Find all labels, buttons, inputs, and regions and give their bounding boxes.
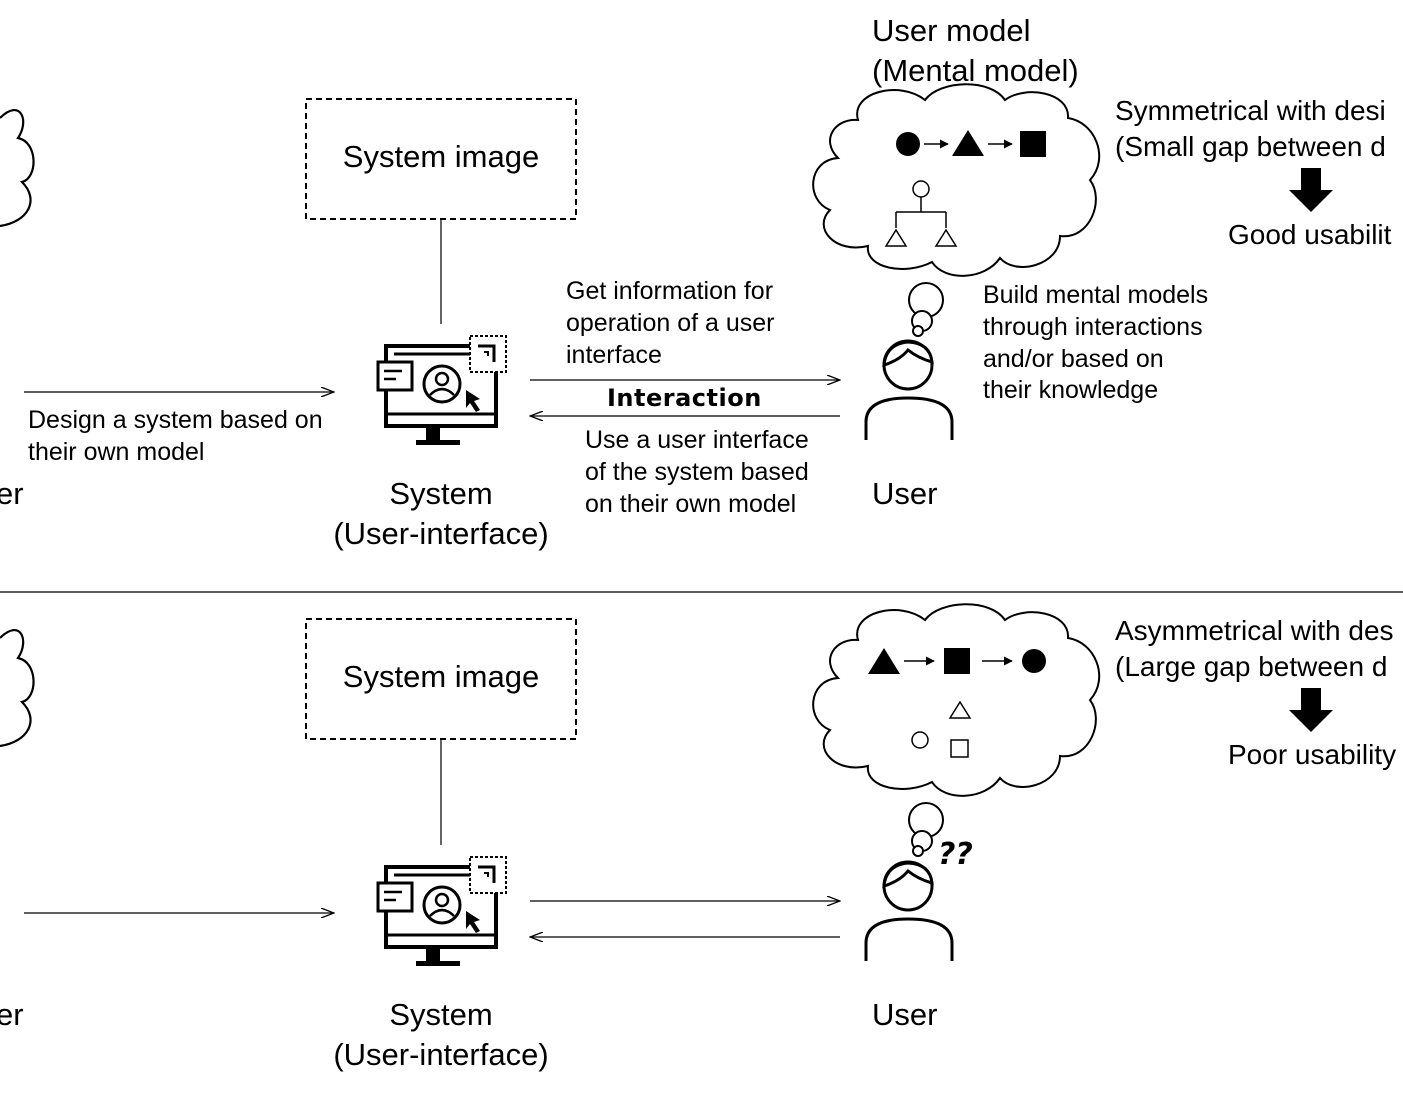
down-arrow-icon bbox=[1289, 168, 1333, 212]
bottom-panel bbox=[0, 603, 1333, 968]
user-person-icon bbox=[864, 339, 954, 442]
user-label: User bbox=[872, 476, 938, 511]
square-shape bbox=[944, 648, 970, 674]
user-model-title: User model (Mental model) bbox=[872, 13, 1079, 89]
designer-cloud-icon bbox=[0, 629, 35, 748]
top-panel bbox=[0, 83, 1333, 447]
down-arrow-icon bbox=[1289, 688, 1333, 732]
result-text: Asymmetrical with des (Large gap between… bbox=[1115, 615, 1394, 683]
computer-user-interface-icon bbox=[376, 334, 508, 447]
designer-label: er bbox=[0, 997, 24, 1032]
build-models-text: Build mental models through interactions… bbox=[983, 281, 1209, 405]
confusion-marks: ?? bbox=[938, 837, 973, 872]
designer-label: er bbox=[0, 476, 24, 511]
circle-shape bbox=[1022, 649, 1046, 673]
outcome-good: Good usabilit bbox=[1228, 219, 1392, 250]
system-image-label: System image bbox=[342, 139, 540, 174]
system-image-label: System image bbox=[342, 659, 540, 694]
triangle-shape bbox=[868, 648, 900, 674]
outcome-poor: Poor usability bbox=[1228, 739, 1397, 770]
triangle-shape bbox=[952, 130, 984, 156]
system-label: System (User-interface) bbox=[333, 997, 549, 1073]
computer-user-interface-icon bbox=[376, 855, 508, 968]
interaction-label: Interaction bbox=[607, 384, 762, 412]
use-ui-text: Use a user interface of the system based… bbox=[585, 426, 809, 518]
user-label: User bbox=[872, 997, 938, 1032]
user-person-icon bbox=[864, 860, 954, 963]
result-text: Symmetrical with desi (Small gap between… bbox=[1115, 95, 1386, 163]
designer-cloud-icon bbox=[0, 109, 35, 228]
system-label: System (User-interface) bbox=[333, 476, 549, 552]
design-text: Design a system based on their own model bbox=[28, 406, 323, 466]
circle-shape bbox=[896, 132, 920, 156]
thought-cloud-icon bbox=[812, 83, 1101, 277]
thought-cloud-icon bbox=[812, 603, 1101, 797]
get-info-text: Get information for operation of a user … bbox=[566, 277, 775, 369]
square-shape bbox=[1020, 131, 1046, 157]
